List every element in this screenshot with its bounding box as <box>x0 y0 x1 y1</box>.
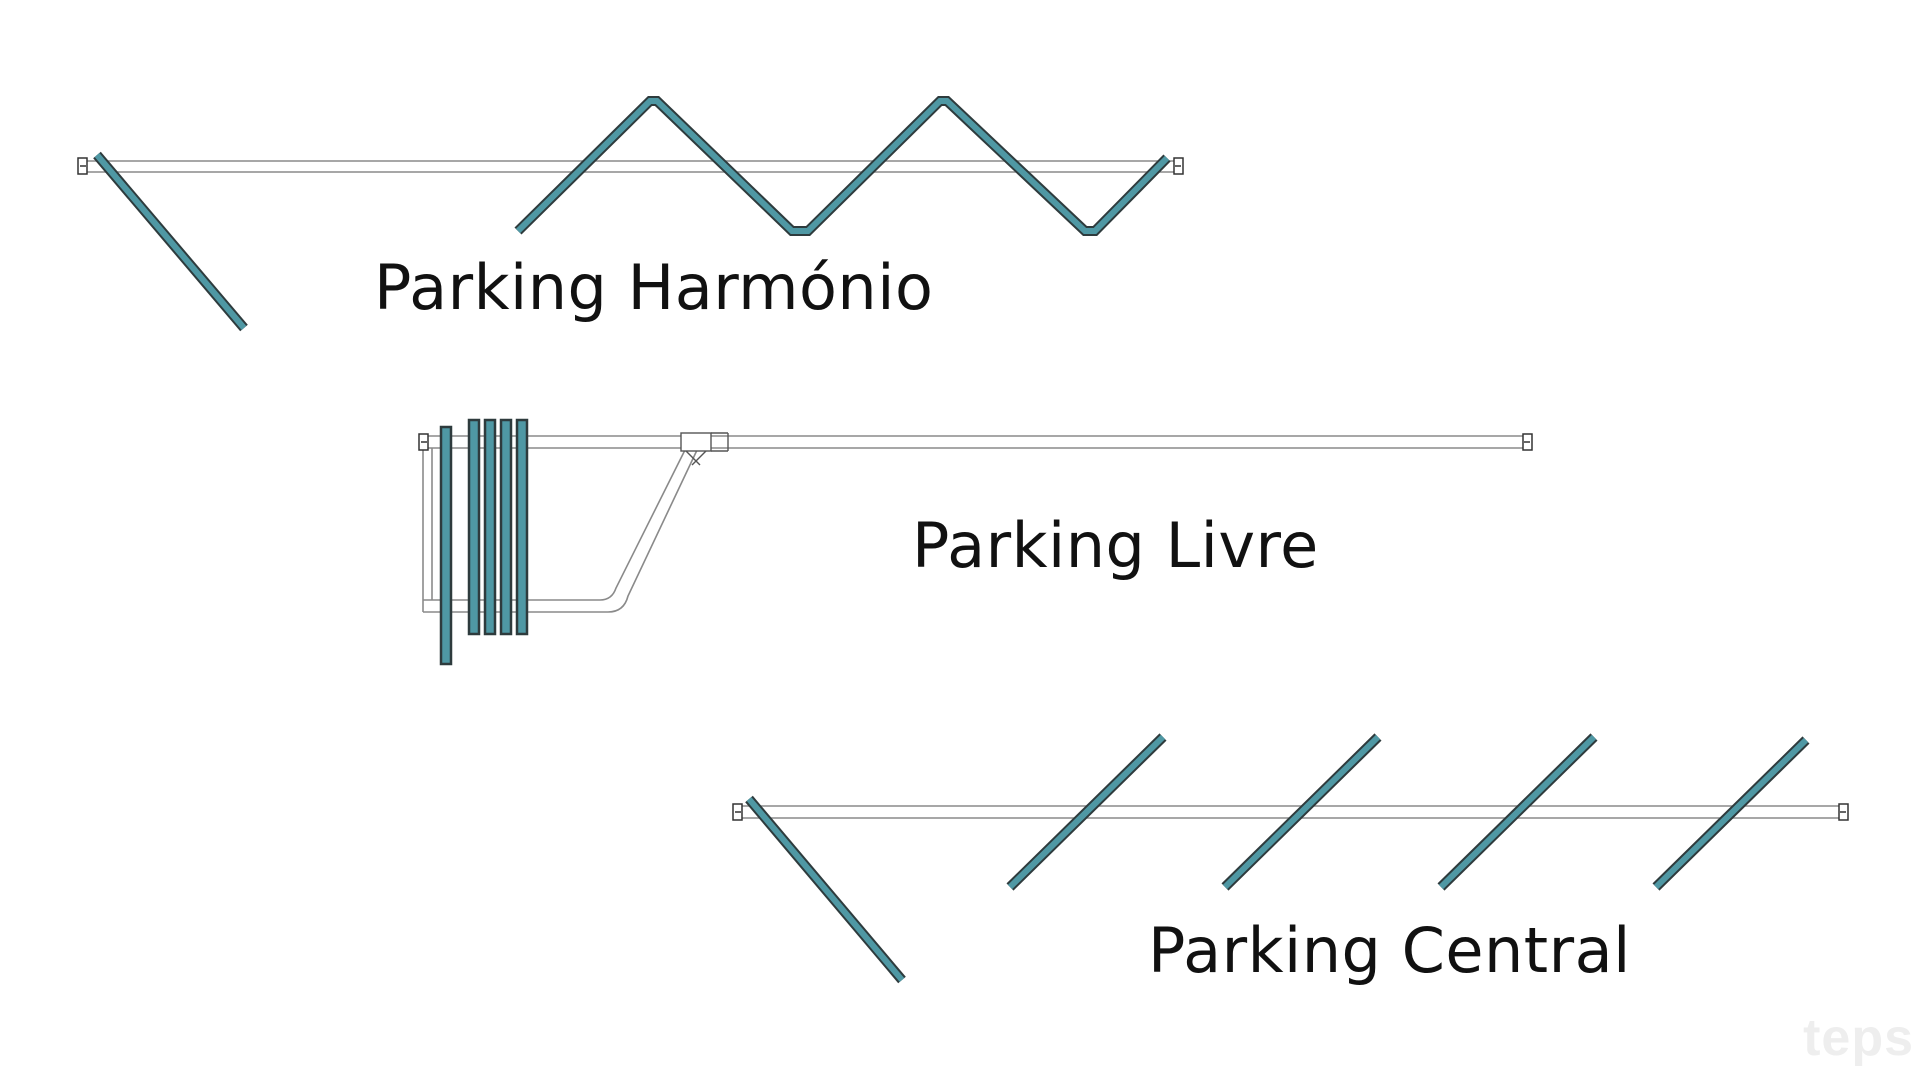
livre-rail <box>422 435 1530 613</box>
label-parking-harmonio: Parking Harmónio <box>374 251 934 324</box>
livre-panel-3 <box>483 418 497 636</box>
label-parking-central: Parking Central <box>1148 914 1631 987</box>
harmonio-rail-end-left <box>77 157 88 175</box>
livre-stacked-panels <box>439 418 529 666</box>
central-system <box>732 733 1849 984</box>
central-panel-1 <box>1006 733 1167 891</box>
label-parking-livre: Parking Livre <box>912 509 1319 582</box>
livre-panel-2 <box>467 418 481 636</box>
central-rail-end-right <box>1838 803 1849 821</box>
central-rail-end-left <box>732 803 743 821</box>
harmonio-panels <box>93 96 1171 332</box>
central-panel-left <box>745 795 906 984</box>
livre-panel-1 <box>439 425 453 666</box>
livre-system <box>418 418 1533 666</box>
watermark-logo: teps <box>1803 1009 1914 1067</box>
livre-panel-4 <box>499 418 513 636</box>
livre-rail-end-left <box>418 433 429 451</box>
harmonio-system <box>77 96 1184 332</box>
central-panel-3 <box>1437 733 1598 891</box>
harmonio-rail <box>82 160 1182 173</box>
central-panels <box>745 733 1810 984</box>
harmonio-rail-end-right <box>1173 157 1184 175</box>
livre-junction <box>680 432 729 466</box>
central-panel-4 <box>1652 736 1810 891</box>
livre-rail-end-right <box>1522 433 1533 451</box>
livre-panel-5 <box>515 418 529 636</box>
harmonio-panel-zigzag <box>514 96 1171 236</box>
central-panel-2 <box>1221 733 1382 891</box>
harmonio-panel-left <box>93 151 248 332</box>
